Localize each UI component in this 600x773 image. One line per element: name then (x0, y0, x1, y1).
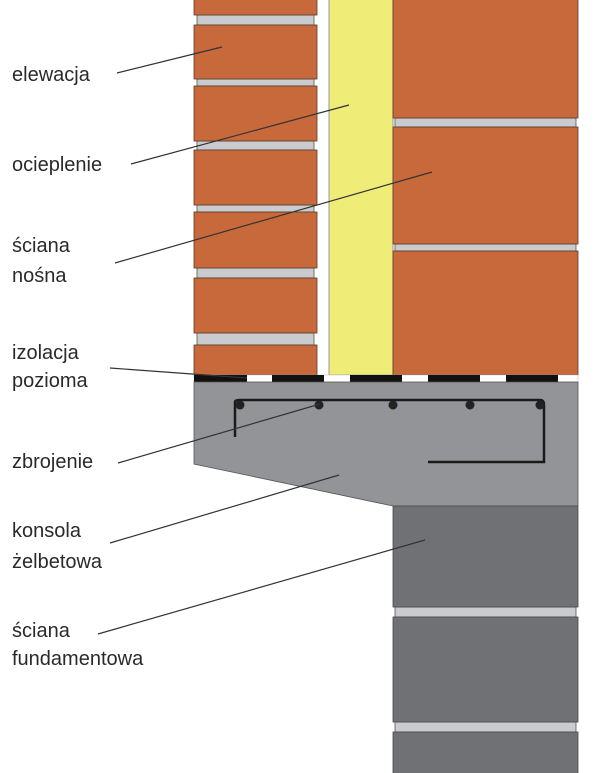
label-fundament-line1: ściana (12, 620, 71, 642)
label-izolacja-line1: izolacja (12, 342, 80, 364)
horizontal-insulation-strip (193, 374, 579, 383)
foundation-wall (392, 505, 579, 773)
label-izolacja-line2: pozioma (12, 370, 88, 392)
label-ocieplenie: ocieplenie (12, 154, 102, 176)
insulation-layer (328, 0, 394, 376)
label-konsola-line2: żelbetowa (12, 551, 103, 573)
label-sciana-nosna-line1: ściana (12, 235, 71, 257)
elevation-brick-layer (193, 0, 318, 376)
reinforcement-bars (233, 398, 546, 464)
label-zbrojenie: zbrojenie (12, 451, 93, 473)
label-sciana-nosna-line2: nośna (12, 265, 67, 287)
label-elewacja: elewacja (12, 64, 91, 86)
label-fundament-line2: fundamentowa (12, 648, 144, 670)
load-bearing-wall (392, 0, 579, 376)
label-konsola-line1: konsola (12, 520, 82, 542)
leader-lines (97, 46, 433, 635)
